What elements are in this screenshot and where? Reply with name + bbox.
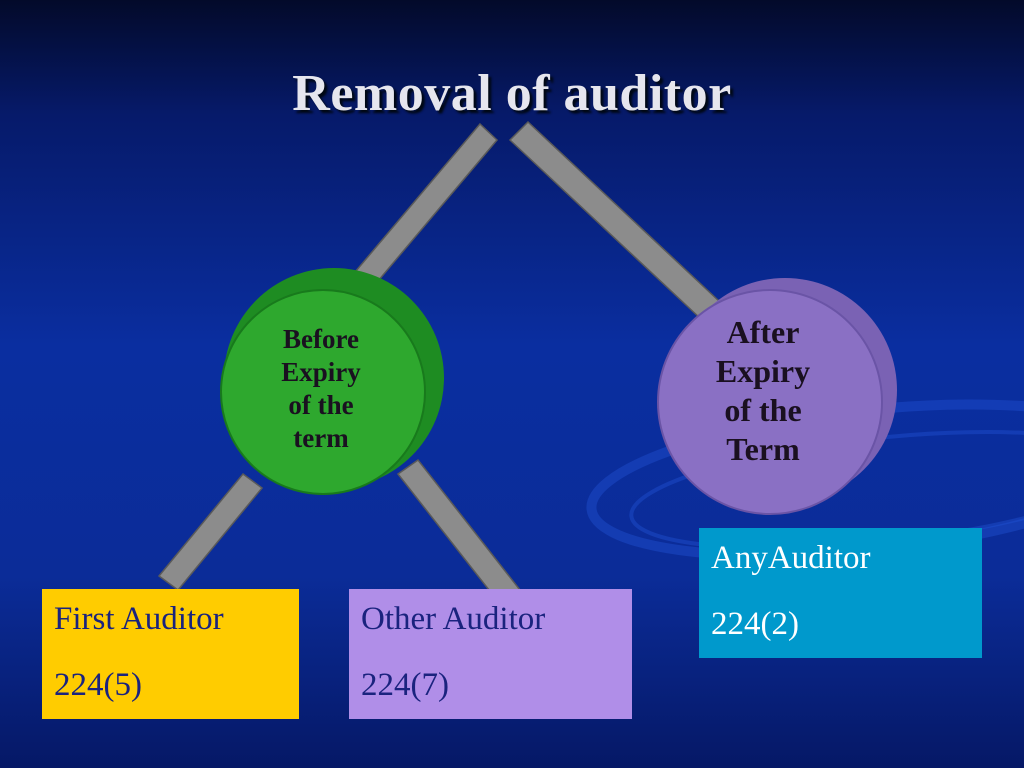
first-auditor-box: First Auditor 224(5) (42, 589, 299, 719)
first-auditor-section: 224(5) (54, 667, 142, 704)
connectors (157, 120, 722, 606)
any-auditor-title: AnyAuditor (711, 540, 871, 576)
after-expiry-line: After (726, 314, 800, 350)
other-auditor-section: 224(7) (361, 667, 449, 704)
connector-title-to-after (508, 120, 722, 322)
before-expiry-line: term (293, 422, 349, 453)
before-expiry-node (220, 268, 444, 495)
any-auditor-section: 224(2) (711, 606, 799, 643)
other-auditor-title: Other Auditor (361, 601, 546, 637)
after-expiry-line: Expiry (715, 353, 811, 390)
after-expiry-node (657, 278, 897, 515)
after-expiry-label: After Expiry of the Term (683, 313, 843, 469)
connector-before-to-first (157, 472, 264, 592)
after-expiry-line: Term (726, 431, 800, 468)
slide-title: Removal of auditor (292, 65, 732, 122)
before-expiry-line: Expiry (281, 356, 361, 387)
before-expiry-line: Before (283, 324, 359, 354)
first-auditor-title: First Auditor (54, 601, 224, 637)
connector-title-to-before (348, 122, 499, 296)
before-expiry-label: Before Expiry of the term (241, 323, 401, 455)
connector-before-to-other (396, 458, 522, 606)
after-expiry-line: of the (724, 392, 802, 429)
other-auditor-box: Other Auditor 224(7) (349, 589, 632, 719)
before-expiry-line: of the (288, 389, 354, 420)
any-auditor-box: AnyAuditor 224(2) (699, 528, 982, 658)
